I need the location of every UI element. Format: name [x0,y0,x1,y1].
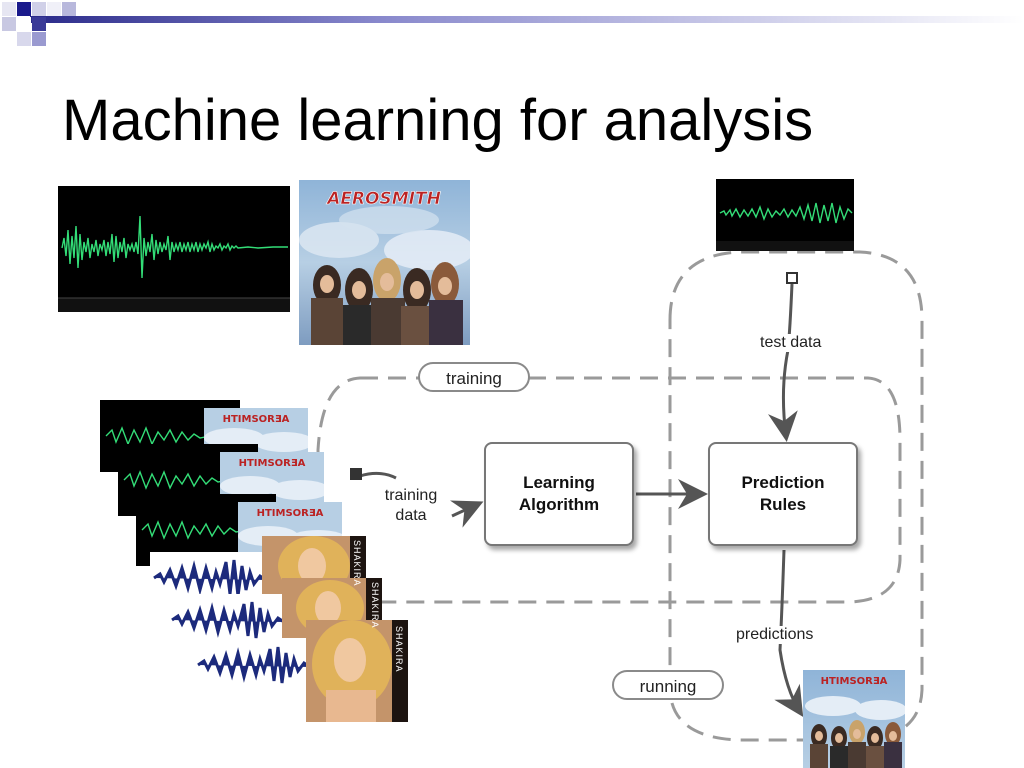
deco-square [47,2,61,16]
test-waveform-image [716,179,854,251]
learning-node-line2: Algorithm [518,495,600,514]
aerosmith-logo-mirrored: HTIMSORƎA [239,458,306,469]
prediction-rules-node: Prediction Rules [708,442,858,546]
training-data-label-line1: training [384,487,438,504]
training-pill: training [418,362,530,392]
aerosmith-logo-mirrored: HTIMSORƎA [257,508,324,519]
training-data-source-square [350,468,362,480]
predictions-arrow [774,549,804,718]
top-gradient-bar [30,16,1024,23]
aerosmith-album-image: AEROSMITH [299,180,470,345]
deco-square [2,17,16,31]
corner-decoration [2,2,1024,46]
deco-square [17,17,31,31]
predictions-label: predictions [734,626,816,644]
learning-node-line1: Learning [523,473,595,492]
training-data-source-curve [359,471,397,480]
predicted-album-image: HTIMSORƎA [803,670,905,768]
deco-square [32,2,46,16]
deco-square [17,32,31,46]
test-data-source-square [786,272,798,284]
shakira-album-thumb-3 [306,620,408,722]
test-data-label: test data [758,334,824,352]
shakira-logo-2: SHAKIRA [370,582,380,629]
running-pill: running [612,670,724,700]
training-blue-waveform-2 [168,594,288,646]
deco-square [32,17,46,31]
deco-square [62,2,76,16]
training-data-label: training data [380,486,442,526]
learning-algorithm-node: Learning Algorithm [484,442,634,546]
shakira-logo-3: SHAKIRA [394,626,404,673]
running-region-outline [668,250,924,742]
deco-square [17,2,31,16]
slide-title: Machine learning for analysis [62,88,814,153]
aerosmith-logo: AEROSMITH [325,189,441,209]
training-data-arrow [449,500,484,528]
aerosmith-logo-mirrored: HTIMSORƎA [223,414,290,425]
shakira-logo-1: SHAKIRA [352,540,362,587]
training-data-label-line2: data [395,507,427,524]
test-data-arrow [768,283,798,442]
deco-square [2,2,16,16]
aerosmith-logo-mirrored: HTIMSORƎA [821,676,888,687]
prediction-node-line1: Prediction [741,473,825,492]
training-blue-waveform-3 [194,640,314,690]
waveform-image [58,186,290,312]
prediction-node-line2: Rules [759,495,807,514]
deco-square [32,32,46,46]
